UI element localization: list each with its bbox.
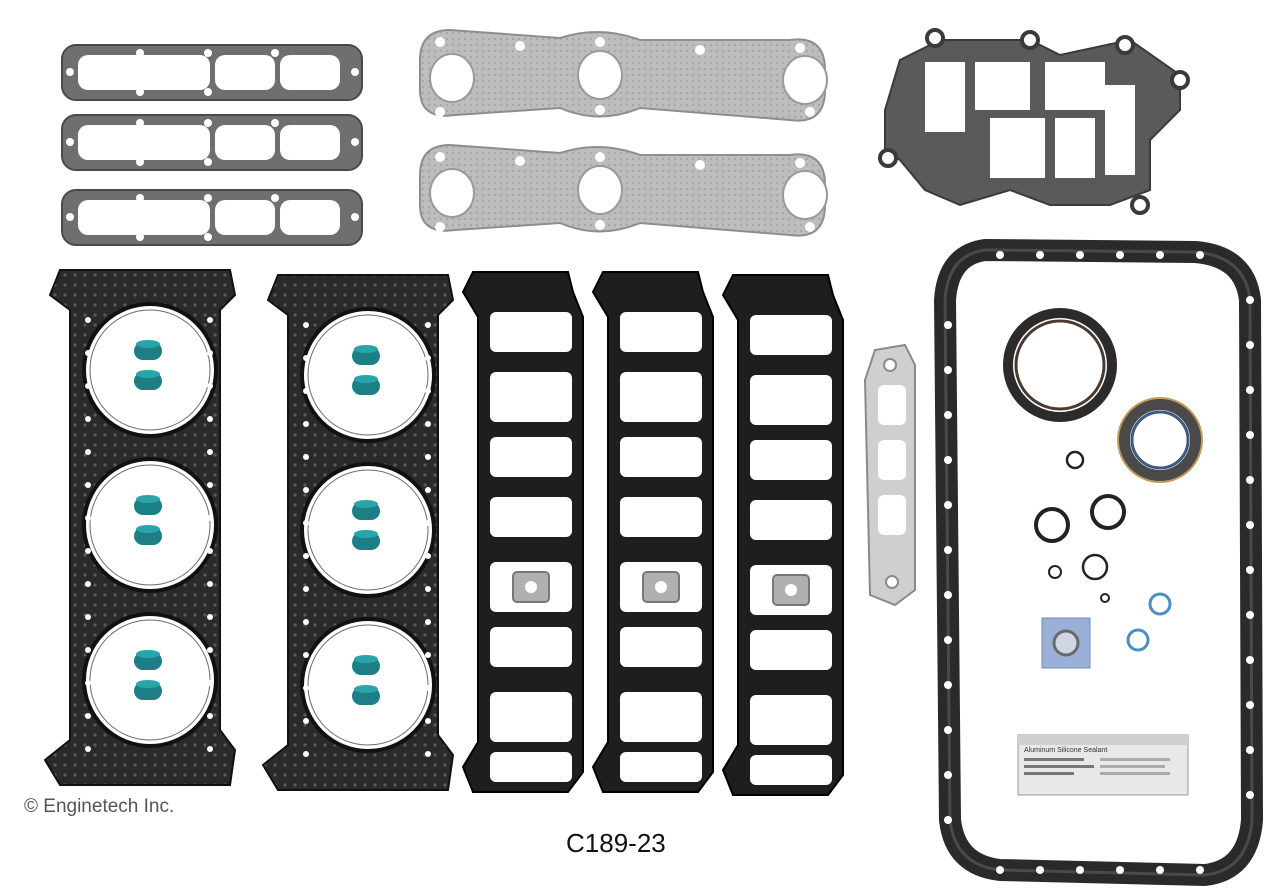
- exhaust-gasket: [419, 28, 828, 122]
- sealant-label: Aluminum Silicone Sealant: [1024, 747, 1107, 754]
- valve-stem-seal: [352, 345, 380, 365]
- water-outlet-gasket: [863, 343, 916, 607]
- valve-stem-seal: [134, 680, 162, 700]
- valve-stem-seal: [134, 340, 162, 360]
- valve-cover-gasket: [61, 189, 363, 246]
- exhaust-gasket: [419, 143, 828, 237]
- copyright-text: © Enginetech Inc.: [24, 796, 175, 817]
- valve-cover-gasket: [61, 44, 363, 101]
- part-number: C189-23: [566, 828, 666, 858]
- valve-stem-seal: [134, 495, 162, 515]
- head-gasket: [261, 274, 455, 791]
- silicone-sealant-packet: Aluminum Silicone Sealant: [1017, 734, 1189, 796]
- plenum-gasket: [878, 28, 1190, 215]
- intake-gasket: [461, 271, 584, 793]
- valve-stem-seal: [134, 370, 162, 390]
- valve-stem-seal: [352, 685, 380, 705]
- head-gasket: [43, 269, 237, 786]
- valve-stem-seal: [352, 655, 380, 675]
- cylinder-head-gaskets: [43, 269, 455, 791]
- intake-gasket: [591, 271, 714, 793]
- valve-stem-seal: [134, 650, 162, 670]
- exhaust-manifold-gaskets: [419, 28, 828, 237]
- valve-stem-seal: [352, 375, 380, 395]
- seals-and-orings: [1003, 308, 1203, 669]
- valve-stem-seal: [134, 525, 162, 545]
- valve-cover-gasket: [61, 114, 363, 171]
- intake-gasket: [721, 274, 844, 796]
- intake-manifold-gaskets: [461, 271, 844, 796]
- valve-stem-seal: [352, 530, 380, 550]
- valve-cover-gaskets: [61, 44, 363, 246]
- valve-stem-seal: [352, 500, 380, 520]
- oil-pan-gasket: [933, 238, 1264, 887]
